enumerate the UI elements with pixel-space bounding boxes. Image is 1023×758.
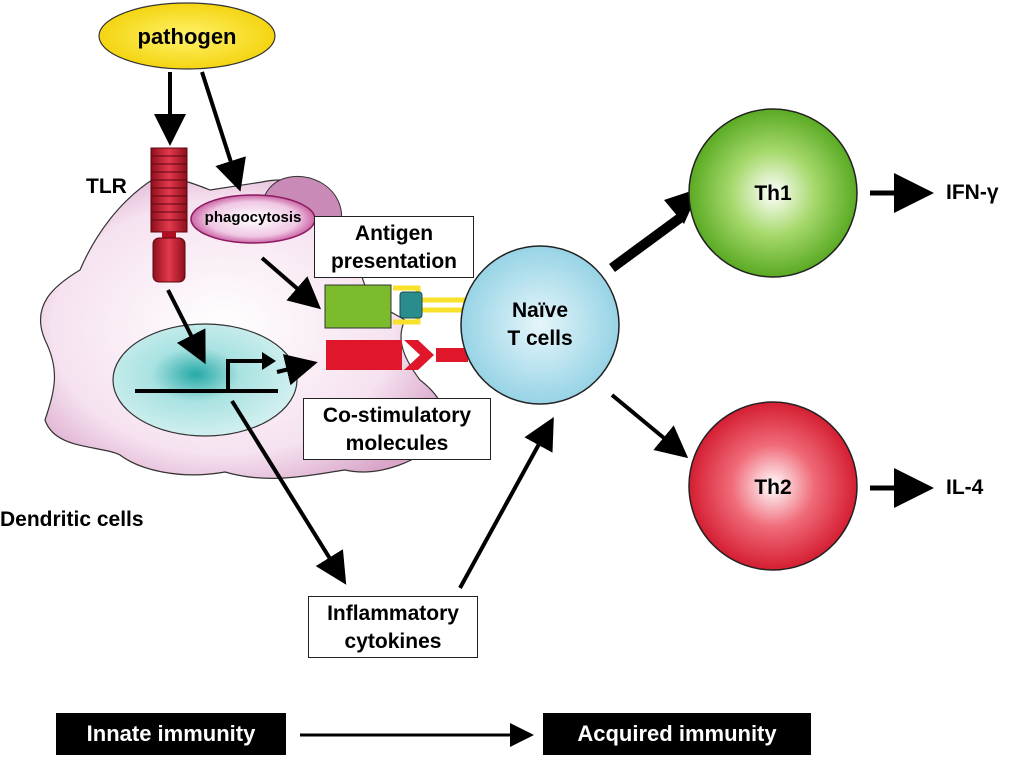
th2-label: Th2 xyxy=(754,476,792,499)
costim-chevron xyxy=(404,340,434,370)
costim-receptor xyxy=(436,348,468,362)
arrow-phagocytosis-to-antigen xyxy=(260,256,322,310)
arrow-naive-to-th1 xyxy=(609,213,683,273)
th2-cell xyxy=(688,401,858,571)
tlr-receptor-base xyxy=(152,237,186,283)
antigen-presentation-label: Antigen presentation xyxy=(314,216,474,278)
arrow-pathogen-to-phagocytosis xyxy=(200,71,246,192)
acquired-immunity-label: Acquired immunity xyxy=(543,713,811,755)
costim-bar xyxy=(326,340,402,370)
naive-t-cells-label: Naïve T cells xyxy=(480,297,600,353)
antigen-presentation-box xyxy=(324,284,392,329)
dendritic-cells-label: Dendritic cells xyxy=(0,508,144,531)
arrow-nucleus-to-cytokines xyxy=(230,399,347,585)
phagocytosis-label: phagocytosis xyxy=(204,209,302,226)
pathogen-ellipse xyxy=(98,2,276,70)
innate-immunity-label: Innate immunity xyxy=(56,713,286,755)
tlr-stripe-lines xyxy=(151,155,187,221)
costim-line-2: molecules xyxy=(345,432,449,455)
promoter-arrowhead xyxy=(262,352,276,370)
naive-line-1: Naïve xyxy=(511,299,569,322)
tlr-receptor-stem xyxy=(162,232,176,240)
inflam-line-1: Inflammatory xyxy=(327,602,459,625)
costim-line-1: Co-stimulatory xyxy=(322,404,472,427)
inflammatory-cytokines-label: Inflammatory cytokines xyxy=(308,596,478,658)
th1-cell xyxy=(688,108,858,278)
mhc-connector xyxy=(399,291,423,319)
naive-t-cell xyxy=(460,245,620,405)
ifn-gamma-label: IFN-γ xyxy=(946,181,999,204)
costimulatory-label: Co-stimulatory molecules xyxy=(303,398,491,460)
arrow-cytokines-to-naive xyxy=(458,416,554,589)
antigen-line-2: presentation xyxy=(330,250,458,273)
il4-label: IL-4 xyxy=(946,476,984,499)
tlr-receptor-stripes xyxy=(150,147,188,233)
th1-label: Th1 xyxy=(754,182,792,205)
tlr-label: TLR xyxy=(86,175,127,198)
arrow-nucleus-to-costim xyxy=(276,354,318,386)
nucleus xyxy=(112,323,298,437)
antigen-line-1: Antigen xyxy=(354,222,434,245)
arrow-tlr-to-nucleus xyxy=(166,289,206,365)
pathogen-label: pathogen xyxy=(137,24,237,49)
naive-line-2: T cells xyxy=(507,327,573,350)
promoter-arrow xyxy=(226,359,262,391)
arrow-naive-to-th2 xyxy=(610,393,689,459)
inflam-line-2: cytokines xyxy=(344,630,442,653)
